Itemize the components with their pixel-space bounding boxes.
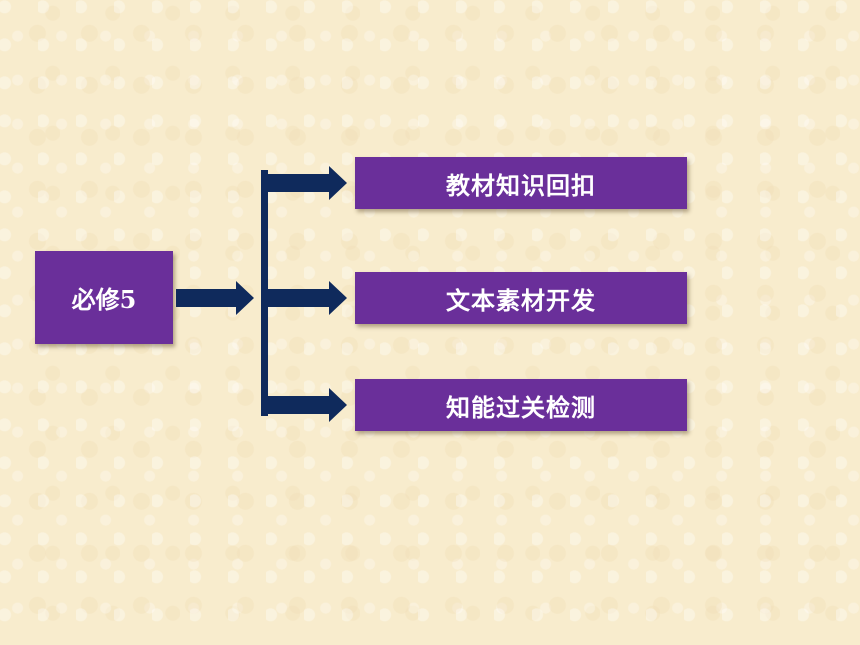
root-arrow bbox=[176, 281, 254, 315]
branch-node-label: 文本素材开发 bbox=[446, 286, 596, 315]
root-node-label: 必修5 bbox=[71, 285, 137, 314]
branch-arrow-1 bbox=[268, 166, 347, 200]
branch-arrow-3 bbox=[268, 388, 347, 422]
branch-node-2: 文本素材开发 bbox=[355, 272, 687, 324]
branch-node-3: 知能过关检测 bbox=[355, 379, 687, 431]
branch-node-label: 教材知识回扣 bbox=[446, 171, 596, 200]
branch-node-label: 知能过关检测 bbox=[446, 393, 596, 422]
root-node: 必修5 bbox=[35, 251, 173, 344]
branch-arrow-2 bbox=[268, 281, 347, 315]
bracket-bar bbox=[261, 170, 268, 416]
branch-node-1: 教材知识回扣 bbox=[355, 157, 687, 209]
